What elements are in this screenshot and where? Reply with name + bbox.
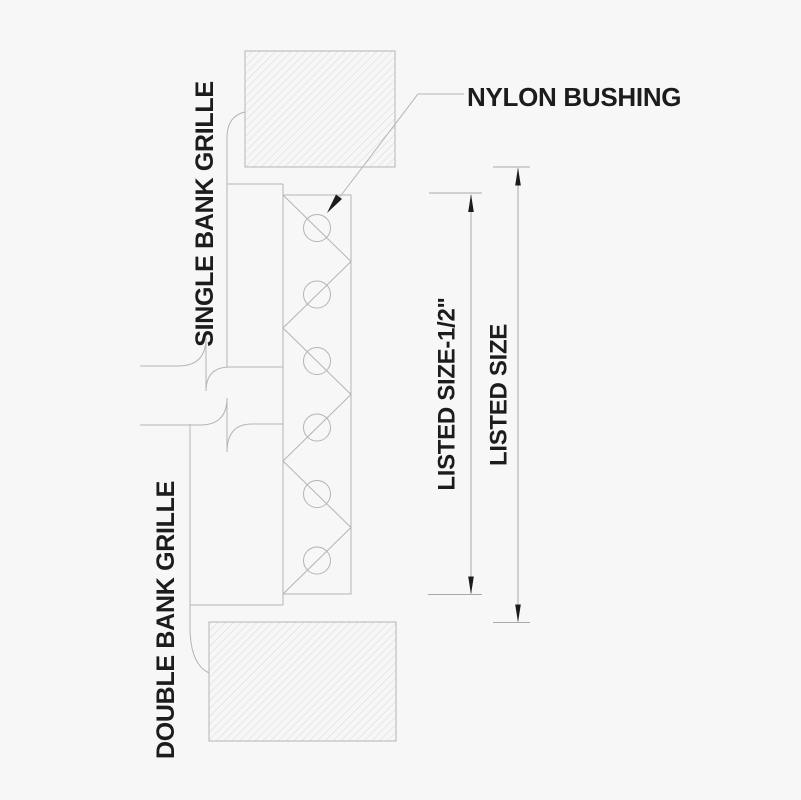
label-dimension-outer: LISTED SIZE [486,324,513,466]
dimension-arrow-up-icon [515,167,521,186]
break-line-lower [140,397,283,453]
dimension-outer [493,166,530,623]
blade-zigzag [282,194,352,595]
dimension-arrow-down-icon [468,576,474,595]
bushing-circle [303,214,331,242]
wall-section-top-hatch [244,50,396,168]
label-dimension-inner: LISTED SIZE-1/2" [434,297,461,490]
dimension-arrow-up-icon [468,194,474,212]
bushing-circles [303,214,331,575]
bushing-circle [303,347,331,375]
bushing-circle [303,413,331,442]
wall-section-bottom-hatch [208,621,397,742]
bushing-circle [303,480,331,508]
dimension-inner [428,192,482,595]
leader-arrowhead-icon [327,194,342,213]
dimension-arrow-down-icon [515,604,521,623]
break-line-upper [140,337,283,392]
label-double-bank-grille: DOUBLE BANK GRILLE [152,481,180,759]
nylon-bushing-leader-line [338,93,464,199]
label-single-bank-grille: SINGLE BANK GRILLE [191,81,219,346]
bushing-circle [303,280,331,309]
label-nylon-bushing: NYLON BUSHING [467,82,681,112]
bushing-circle [303,546,331,575]
